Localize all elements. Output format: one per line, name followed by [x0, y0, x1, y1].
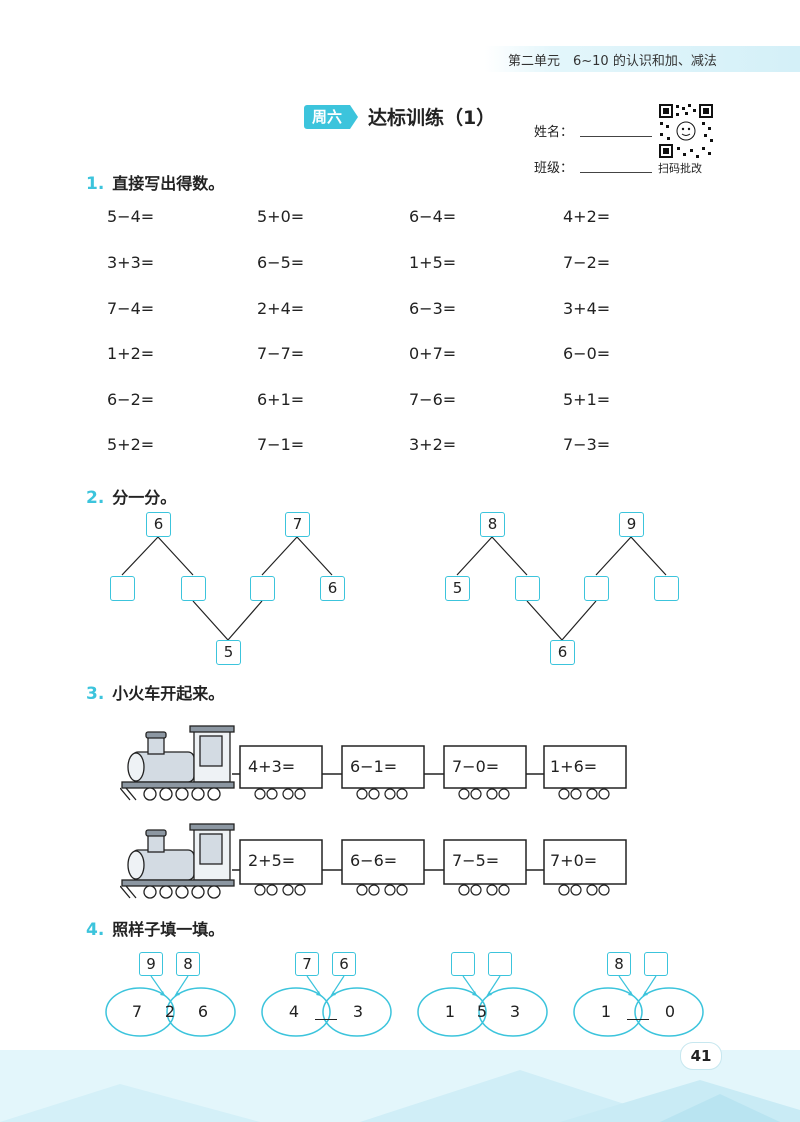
- venn-right-number: 0: [664, 1002, 676, 1021]
- venn-mid-blank[interactable]: [627, 1019, 649, 1020]
- train-car-equation: 7−0=: [452, 757, 500, 776]
- venn-left-number: 4: [288, 1002, 300, 1021]
- venn-mid-number: 5: [476, 1002, 488, 1021]
- equation: 6−3=: [409, 299, 457, 318]
- split-answer-box: 6: [320, 576, 345, 601]
- venn-right-number: 3: [509, 1002, 521, 1021]
- split-answer-box[interactable]: [110, 576, 135, 601]
- equation: 5+0=: [257, 207, 305, 226]
- venn-left-number: 1: [444, 1002, 456, 1021]
- venn-right-number: 3: [352, 1002, 364, 1021]
- page-number: 41: [680, 1042, 722, 1070]
- section-number: 2.: [86, 488, 105, 508]
- venn-mid-blank[interactable]: [315, 1019, 337, 1020]
- equation: 3+3=: [107, 253, 155, 272]
- page-title: 达标训练（1）: [368, 107, 496, 129]
- split-top-box: 8: [480, 512, 505, 537]
- split-center-box: 5: [216, 640, 241, 665]
- train-car-equation: 1+6=: [550, 757, 598, 776]
- name-label: 姓名：: [534, 125, 574, 140]
- split-answer-box[interactable]: [250, 576, 275, 601]
- venn-top-box: 8: [176, 952, 200, 976]
- split-answer-box: 5: [445, 576, 470, 601]
- split-top-box: 7: [285, 512, 310, 537]
- venn-top-box[interactable]: [644, 952, 668, 976]
- section-title: 照样子填一填。: [112, 920, 225, 939]
- unit-header: 第二单元 6~10 的认识和加、减法: [508, 54, 717, 69]
- equation: 5−4=: [107, 207, 155, 226]
- section-title: 分一分。: [112, 488, 177, 507]
- equation: 7−3=: [563, 435, 611, 454]
- venn-top-box[interactable]: [488, 952, 512, 976]
- train-car-equation: 2+5=: [248, 851, 296, 870]
- header-strip: [485, 46, 800, 72]
- equation: 7−2=: [563, 253, 611, 272]
- train-car-equation: 6−6=: [350, 851, 398, 870]
- venn-left-number: 7: [131, 1002, 143, 1021]
- equation: 2+4=: [257, 299, 305, 318]
- class-label: 班级：: [534, 161, 574, 176]
- equation: 4+2=: [563, 207, 611, 226]
- train-car-equation: 6−1=: [350, 757, 398, 776]
- equation: 1+2=: [107, 344, 155, 363]
- footer-decoration: [0, 1050, 800, 1122]
- split-answer-box[interactable]: [654, 576, 679, 601]
- section-number: 4.: [86, 920, 105, 940]
- equation: 7−6=: [409, 390, 457, 409]
- qr-caption: 扫码批改: [658, 162, 702, 175]
- equation: 1+5=: [409, 253, 457, 272]
- equation: 5+2=: [107, 435, 155, 454]
- train-car-equation: 7−5=: [452, 851, 500, 870]
- venn-diagrams: [105, 975, 704, 1037]
- section-number: 3.: [86, 684, 105, 704]
- equation: 7−7=: [257, 344, 305, 363]
- qr-code-icon[interactable]: [658, 103, 714, 159]
- train-1: [120, 725, 627, 801]
- venn-mid-number: 2: [164, 1002, 176, 1021]
- split-answer-box[interactable]: [584, 576, 609, 601]
- equation: 6−5=: [257, 253, 305, 272]
- section-1-heading: 1. 直接写出得数。: [86, 170, 224, 194]
- section-3-heading: 3. 小火车开起来。: [86, 680, 224, 704]
- equation: 7−4=: [107, 299, 155, 318]
- equation: 7−1=: [257, 435, 305, 454]
- split-top-box: 9: [619, 512, 644, 537]
- venn-top-box: 7: [295, 952, 319, 976]
- equation: 6+1=: [257, 390, 305, 409]
- equation: 3+2=: [409, 435, 457, 454]
- equation: 3+4=: [563, 299, 611, 318]
- split-center-box: 6: [550, 640, 575, 665]
- venn-top-box: 9: [139, 952, 163, 976]
- split-answer-box[interactable]: [181, 576, 206, 601]
- name-field[interactable]: [580, 136, 652, 137]
- train-car-equation: 7+0=: [550, 851, 598, 870]
- day-tag-arrow-icon: [350, 105, 358, 129]
- equation: 6−0=: [563, 344, 611, 363]
- split-top-box: 6: [146, 512, 171, 537]
- section-4-heading: 4. 照样子填一填。: [86, 916, 224, 940]
- venn-top-box[interactable]: [451, 952, 475, 976]
- equation: 0+7=: [409, 344, 457, 363]
- venn-top-box: 8: [607, 952, 631, 976]
- venn-right-number: 6: [197, 1002, 209, 1021]
- equation: 6−4=: [409, 207, 457, 226]
- day-tag: 周六: [304, 105, 350, 129]
- locomotive-icon: [120, 823, 235, 899]
- venn-left-number: 1: [600, 1002, 612, 1021]
- split-answer-box[interactable]: [515, 576, 540, 601]
- train-2: [120, 823, 627, 899]
- section-2-heading: 2. 分一分。: [86, 484, 176, 508]
- section-number: 1.: [86, 174, 105, 194]
- split-diagram-lines: [121, 536, 667, 641]
- section-title: 小火车开起来。: [112, 684, 225, 703]
- section-title: 直接写出得数。: [112, 174, 225, 193]
- locomotive-icon: [120, 725, 235, 801]
- equation: 5+1=: [563, 390, 611, 409]
- class-field[interactable]: [580, 172, 652, 173]
- equation: 6−2=: [107, 390, 155, 409]
- train-car-equation: 4+3=: [248, 757, 296, 776]
- venn-top-box: 6: [332, 952, 356, 976]
